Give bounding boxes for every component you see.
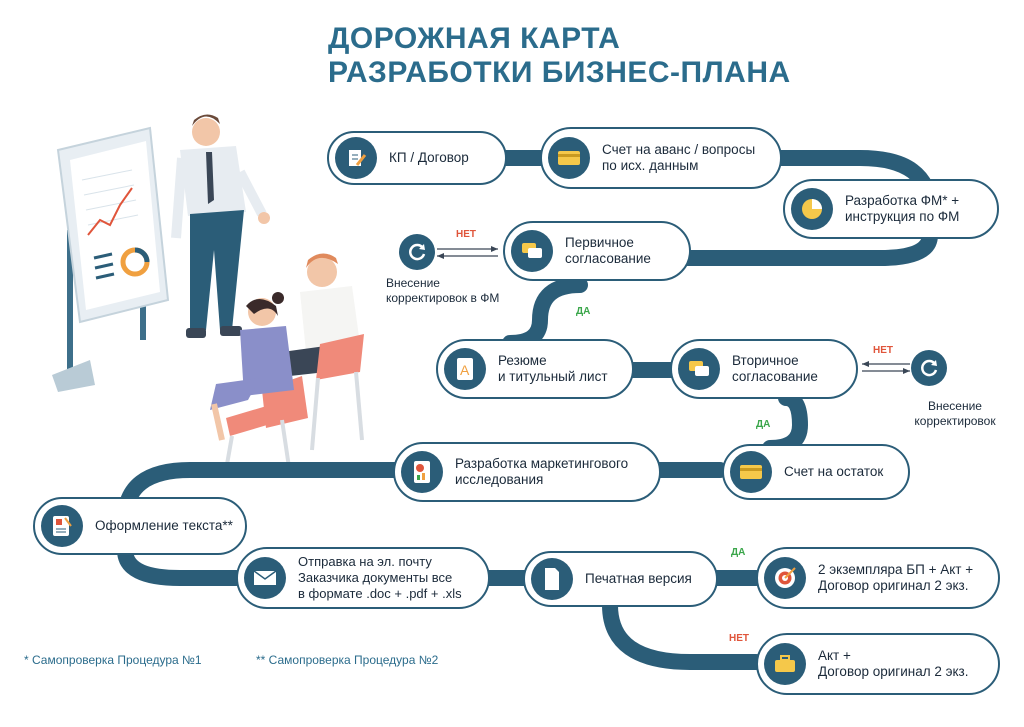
step-label: Разработка ФМ* + инструкция по ФМ (845, 193, 960, 224)
step-print: Печатная версия (523, 551, 718, 607)
footnote-1: * Самопроверка Процедура №1 (24, 653, 202, 667)
step-label: Разработка маркетингового исследования (455, 456, 629, 487)
step-invoice-advance: Счет на аванс / вопросы по исх. данным (540, 127, 782, 189)
step-copies: 2 экземпляра БП + Акт + Договор оригинал… (756, 547, 1000, 609)
step-label: Оформление текста** (95, 518, 233, 533)
no-label: НЕТ (456, 229, 476, 240)
step-primary-approval: Первичное согласование (503, 221, 691, 281)
step-label: Акт + Договор оригинал 2 экз. (818, 648, 969, 679)
refresh-icon (399, 234, 435, 270)
corrections-label: Внесение корректировок (914, 399, 996, 428)
step-secondary-approval: Вторичное согласование (670, 339, 858, 399)
step-label: Первичное согласование (565, 235, 651, 266)
fm-corrections-label: Внесение корректировок в ФМ (386, 276, 500, 305)
step-fm: Разработка ФМ* + инструкция по ФМ (783, 179, 999, 239)
title-line-1: ДОРОЖНАЯ КАРТА (328, 22, 621, 55)
yes-label: ДА (731, 547, 746, 558)
step-label: Счет на аванс / вопросы по исх. данным (602, 142, 756, 173)
footnote-2: ** Самопроверка Процедура №2 (256, 653, 439, 667)
yes-label: ДА (576, 306, 591, 317)
step-label: Резюме и титульный лист (498, 353, 608, 384)
no-label: НЕТ (729, 633, 749, 644)
presentation-illustration (52, 114, 364, 475)
step-text-design: Оформление текста** (33, 497, 247, 555)
step-label: Вторичное согласование (732, 353, 818, 384)
yes-label: ДА (756, 419, 771, 430)
envelope-icon (244, 557, 286, 599)
card-icon (548, 137, 590, 179)
step-label: Печатная версия (585, 571, 692, 586)
step-invoice-rest: Счет на остаток (722, 444, 910, 500)
title-line-2: РАЗРАБОТКИ БИЗНЕС-ПЛАНА (328, 56, 791, 89)
svg-text:A: A (460, 362, 470, 378)
refresh-icon (911, 350, 947, 386)
report-chart-icon (401, 451, 443, 493)
pie-chart-icon (791, 188, 833, 230)
text-design-icon (41, 505, 83, 547)
step-kp: КП / Договор (327, 131, 507, 185)
step-label: Отправка на эл. почту Заказчика документ… (298, 554, 462, 601)
chat-bubbles-icon (511, 230, 553, 272)
document-letter-icon: A (444, 348, 486, 390)
card-icon (730, 451, 772, 493)
step-email: Отправка на эл. почту Заказчика документ… (236, 547, 490, 609)
briefcase-icon (764, 643, 806, 685)
contract-pen-icon (335, 137, 377, 179)
no-label: НЕТ (873, 345, 893, 356)
step-label: Счет на остаток (784, 464, 884, 479)
target-icon (764, 557, 806, 599)
page-icon (531, 558, 573, 600)
step-act: Акт + Договор оригинал 2 экз. (756, 633, 1000, 695)
page-title: ДОРОЖНАЯ КАРТА РАЗРАБОТКИ БИЗНЕС-ПЛАНА (328, 22, 791, 90)
step-marketing: Разработка маркетингового исследования (393, 442, 661, 502)
chat-bubbles-icon (678, 348, 720, 390)
step-label: 2 экземпляра БП + Акт + Договор оригинал… (818, 562, 974, 593)
step-label: КП / Договор (389, 150, 469, 165)
step-resume: A Резюме и титульный лист (436, 339, 634, 399)
